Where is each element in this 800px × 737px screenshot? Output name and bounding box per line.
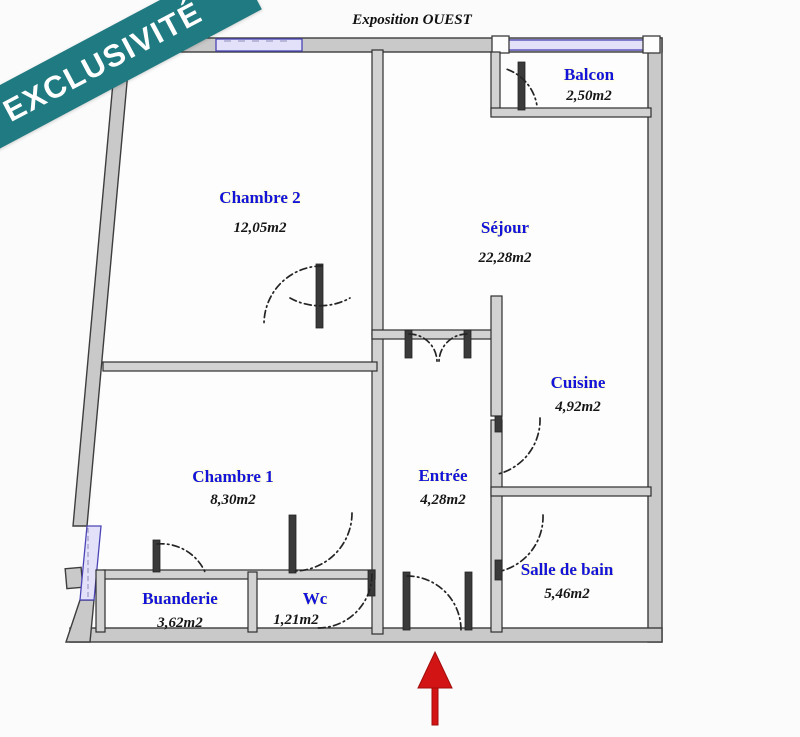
room-area-sejour: 22,28m2 (478, 250, 532, 266)
room-label-balcon: Balcon (564, 65, 615, 84)
door-arc-sejour-left (408, 333, 438, 363)
wall-buanderie-top (102, 569, 376, 580)
wall-buanderie-wc (247, 571, 258, 633)
jamb-sdb (494, 559, 503, 581)
room-area-buanderie: 3,62m2 (156, 615, 203, 631)
room-area-salle-de-bain: 5,46m2 (544, 586, 590, 602)
jamb-buanderie (152, 539, 161, 573)
jamb-entry-right (464, 571, 473, 631)
room-label-salle-de-bain: Salle de bain (521, 560, 614, 579)
wall-exterior-right (647, 37, 663, 643)
door-arc-entry (406, 575, 462, 631)
room-area-chambre-1: 8,30m2 (210, 492, 256, 508)
room-labels: Balcon 2,50m2 Chambre 2 12,05m2 Séjour 2… (141, 64, 616, 632)
jamb-chambre1 (288, 514, 297, 574)
wall-left-jog (64, 566, 84, 590)
floor-surfaces (82, 38, 660, 640)
door-arc-salle-de-bain (500, 514, 544, 572)
door-arc-wc (317, 573, 373, 629)
jamb-wc-top (367, 569, 376, 597)
room-area-cuisine: 4,92m2 (554, 399, 601, 415)
window-chambre-2 (215, 38, 303, 52)
jamb-chambre2 (315, 263, 324, 329)
jamb-sejour-left (404, 329, 413, 359)
door-arc-chambre-1 (293, 512, 353, 572)
window-balcon-post-right (642, 35, 661, 54)
door-arc-sejour-right (438, 333, 468, 363)
wall-entree-sdb (490, 419, 503, 633)
door-jambs (152, 61, 526, 631)
interior-walls (95, 49, 652, 635)
room-area-wc: 1,21m2 (273, 612, 319, 628)
wall-buanderie-left (95, 569, 106, 633)
door-arc-cuisine (497, 417, 541, 475)
wall-entree-cuisine (490, 295, 503, 417)
room-label-sejour: Séjour (481, 218, 530, 237)
jamb-entry-left (402, 571, 411, 631)
wall-chambre2-sejour (371, 49, 384, 335)
main-entrance-arrow (417, 650, 453, 726)
door-arc-chambre-2b (263, 265, 323, 325)
door-arc-balcon (506, 68, 538, 106)
wall-balcon-left (490, 51, 501, 115)
jamb-cuisine (494, 415, 503, 433)
room-label-entree: Entrée (418, 466, 468, 485)
room-area-balcon: 2,50m2 (565, 88, 612, 104)
wall-cuisine-sdb (490, 486, 652, 497)
window-balcon (496, 39, 655, 51)
page-title: Exposition OUEST (351, 12, 472, 28)
jamb-sejour-right (463, 329, 472, 359)
room-area-entree: 4,28m2 (419, 492, 466, 508)
room-label-chambre-2: Chambre 2 (219, 188, 300, 207)
room-label-wc: Wc (303, 589, 328, 608)
window-balcon-post-left (491, 35, 510, 54)
jamb-balcon (517, 61, 526, 111)
room-area-chambre-2: 12,05m2 (234, 220, 287, 236)
wall-sejour-entree (371, 329, 501, 340)
wall-balcon-bottom (490, 107, 652, 118)
door-swings (156, 68, 544, 631)
room-label-chambre-1: Chambre 1 (192, 467, 273, 486)
door-arc-chambre-2 (289, 297, 351, 307)
room-label-buanderie: Buanderie (142, 589, 218, 608)
door-arc-buanderie (156, 542, 206, 573)
room-label-cuisine: Cuisine (551, 373, 606, 392)
wall-chambre2-chambre1 (102, 361, 378, 372)
